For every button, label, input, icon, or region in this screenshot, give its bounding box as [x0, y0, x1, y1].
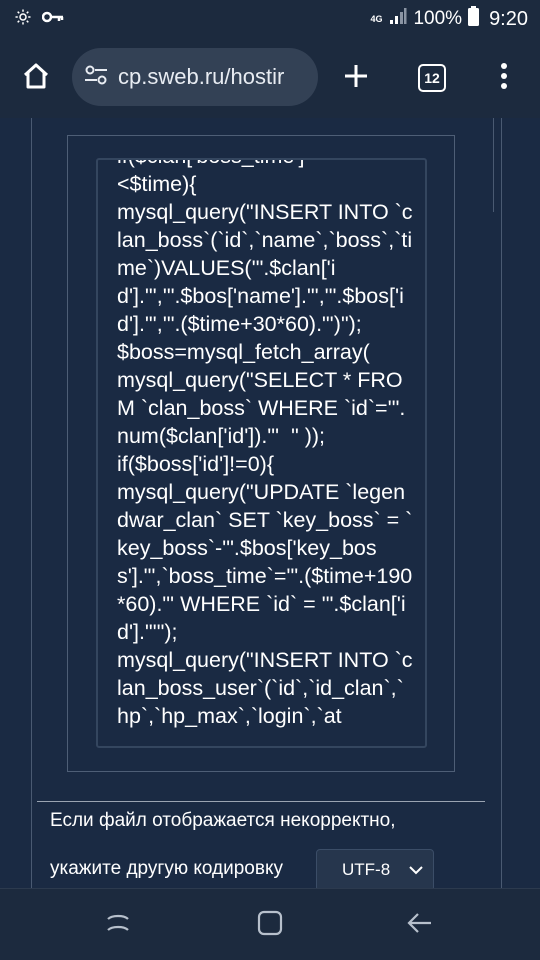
status-bar: 4G 100% 9:20 — [0, 0, 540, 38]
code-content: if($clan['boss_time'] <$time){ mysql_que… — [117, 160, 413, 728]
encoding-value: UTF-8 — [342, 860, 391, 879]
site-settings-icon[interactable] — [84, 64, 108, 91]
square-home-icon — [256, 909, 284, 942]
overflow-menu-icon — [500, 62, 508, 95]
panel-edge — [493, 118, 494, 212]
new-tab-button[interactable] — [326, 38, 386, 118]
overflow-menu-button[interactable] — [474, 38, 534, 118]
browser-toolbar: cp.sweb.ru/hostir 12 — [0, 38, 540, 118]
divider — [37, 801, 485, 802]
web-page: if($clan['boss_time'] <$time){ mysql_que… — [0, 118, 540, 888]
tab-switcher-icon: 12 — [418, 64, 446, 92]
address-bar[interactable]: cp.sweb.ru/hostir — [72, 48, 318, 106]
back-button[interactable] — [390, 905, 450, 945]
home-icon — [21, 61, 51, 96]
settings-gear-icon — [14, 8, 32, 31]
recents-icon — [104, 909, 132, 942]
url-text: cp.sweb.ru/hostir — [118, 64, 285, 89]
encoding-hint-line2: укажите другую кодировку — [50, 858, 283, 879]
recents-button[interactable] — [88, 905, 148, 945]
network-type: 4G — [370, 13, 383, 24]
battery-icon — [468, 6, 480, 32]
back-arrow-icon — [406, 909, 434, 942]
encoding-hint-line1: Если файл отображается некорректно, — [50, 810, 396, 831]
home-button[interactable] — [6, 38, 66, 118]
new-tab-icon — [343, 63, 369, 94]
battery-percent: 100% — [413, 8, 463, 29]
key-icon — [41, 10, 64, 29]
chevron-down-icon — [408, 863, 424, 881]
system-home-button[interactable] — [240, 905, 300, 945]
code-textarea[interactable]: if($clan['boss_time'] <$time){ mysql_que… — [96, 158, 427, 748]
clock: 9:20 — [489, 7, 528, 30]
signal-icon — [389, 7, 407, 31]
system-nav-bar — [0, 888, 540, 960]
tab-switcher-button[interactable]: 12 — [402, 38, 462, 118]
encoding-select[interactable]: UTF-8 — [316, 849, 434, 888]
